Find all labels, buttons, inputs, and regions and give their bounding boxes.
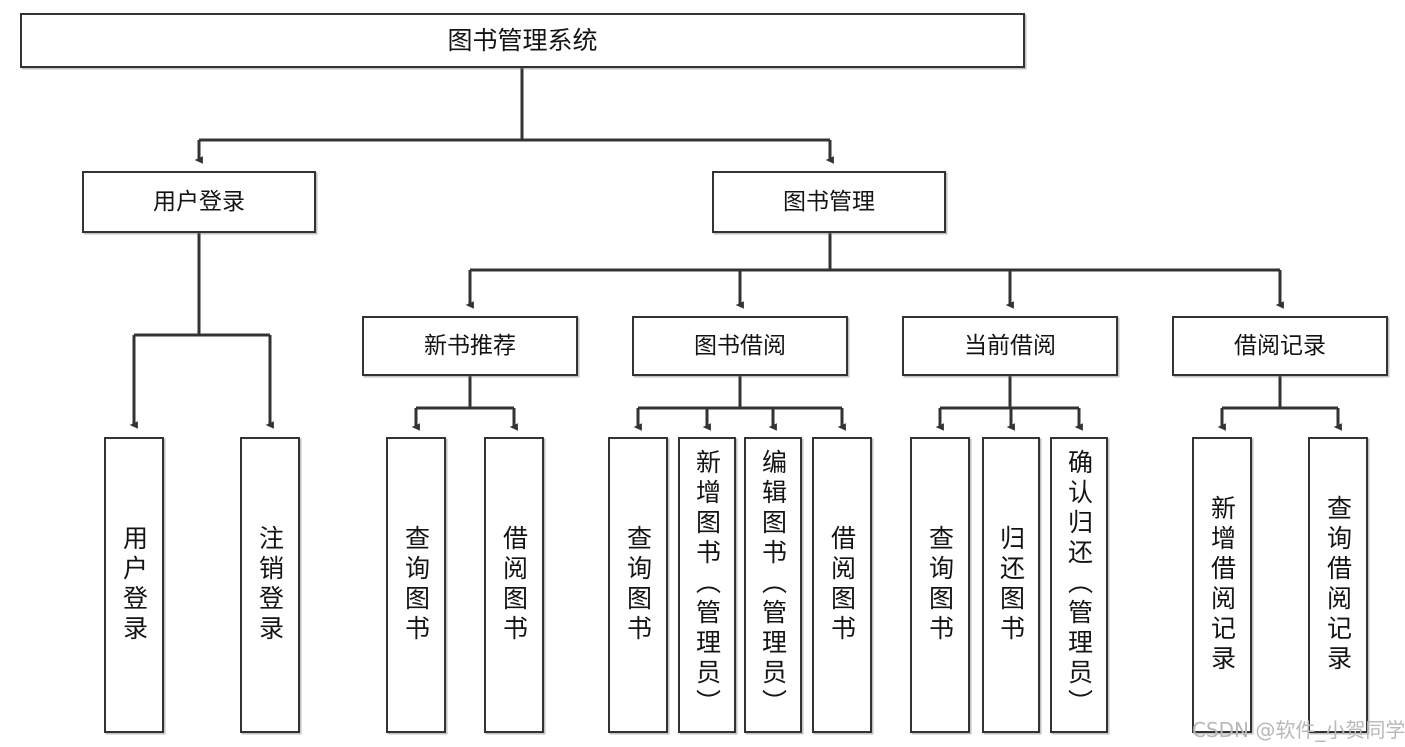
- node-label: 借阅记录: [1234, 332, 1326, 359]
- node-label: 图书借阅: [694, 332, 786, 359]
- node-leaf-edit-book[interactable]: 编辑图书（管理员）: [744, 437, 802, 733]
- node-book-borrow[interactable]: 图书借阅: [632, 316, 848, 376]
- node-label: 用户登录: [153, 188, 245, 215]
- node-leaf-confirm-return[interactable]: 确认归还（管理员）: [1050, 437, 1108, 733]
- node-leaf-borrow-book[interactable]: 借阅图书: [812, 437, 872, 733]
- node-label: 注销登录: [255, 525, 285, 645]
- node-user-login[interactable]: 用户登录: [82, 171, 316, 233]
- node-book-manage[interactable]: 图书管理: [712, 171, 946, 233]
- node-label: 新增借阅记录: [1207, 495, 1237, 675]
- node-borrow-record[interactable]: 借阅记录: [1172, 316, 1388, 376]
- node-leaf-add-book[interactable]: 新增图书（管理员）: [678, 437, 736, 733]
- node-label: 新增图书（管理员）: [692, 449, 722, 719]
- node-label: 新书推荐: [424, 332, 516, 359]
- node-leaf-return-book[interactable]: 归还图书: [982, 437, 1040, 733]
- node-label: 用户登录: [119, 525, 149, 645]
- node-leaf-user-login[interactable]: 用户登录: [104, 437, 164, 733]
- node-label: 编辑图书（管理员）: [758, 449, 788, 719]
- node-leaf-add-borrow-record[interactable]: 新增借阅记录: [1192, 437, 1252, 733]
- node-leaf-borrow-book-rec[interactable]: 借阅图书: [484, 437, 544, 733]
- node-leaf-query-book-current[interactable]: 查询图书: [910, 437, 970, 733]
- node-current-borrow[interactable]: 当前借阅: [902, 316, 1118, 376]
- node-leaf-query-book-rec[interactable]: 查询图书: [386, 437, 446, 733]
- node-label: 归还图书: [996, 525, 1026, 645]
- node-label: 查询图书: [401, 525, 431, 645]
- node-label: 借阅图书: [499, 525, 529, 645]
- node-label: 查询图书: [925, 525, 955, 645]
- node-label: 图书管理: [783, 188, 875, 215]
- node-leaf-logout[interactable]: 注销登录: [240, 437, 300, 733]
- node-root[interactable]: 图书管理系统: [20, 13, 1025, 68]
- csdn-watermark: CSDN @软件_小贺同学: [1192, 718, 1405, 742]
- node-label: 当前借阅: [964, 332, 1056, 359]
- node-new-book-rec[interactable]: 新书推荐: [362, 316, 578, 376]
- node-label: 查询借阅记录: [1323, 495, 1353, 675]
- node-leaf-query-book-borrow[interactable]: 查询图书: [608, 437, 668, 733]
- node-leaf-query-borrow-record[interactable]: 查询借阅记录: [1308, 437, 1368, 733]
- node-label: 确认归还（管理员）: [1064, 449, 1094, 719]
- node-label: 借阅图书: [827, 525, 857, 645]
- node-label: 图书管理系统: [447, 26, 598, 55]
- node-label: 查询图书: [623, 525, 653, 645]
